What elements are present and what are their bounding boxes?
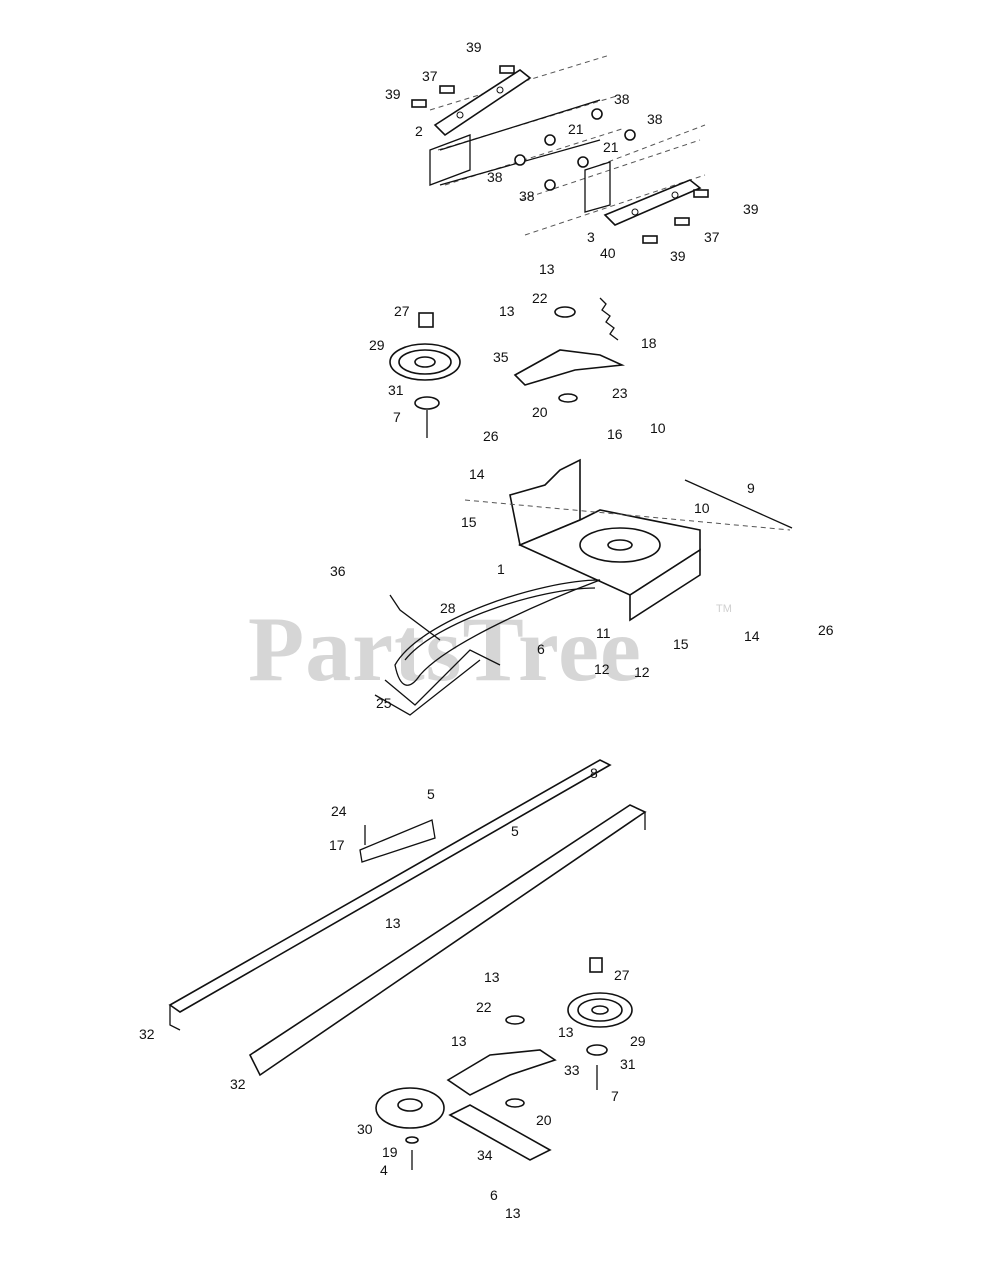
callout-22: 22 [532,290,548,306]
callout-7: 7 [611,1088,619,1104]
callout-35: 35 [493,349,509,365]
watermark-trademark: TM [716,603,732,615]
watermark-text: PartsTree [248,598,642,700]
rail-32-lower [248,804,647,1077]
callout-39: 39 [743,201,759,217]
belt-guide-25 [374,649,501,716]
plate-34 [448,1104,552,1161]
callout-4: 4 [380,1162,388,1178]
callout-32: 32 [230,1076,246,1092]
callout-38: 38 [487,169,503,185]
callout-31: 31 [620,1056,636,1072]
belt-guide-36 [389,594,441,641]
idler-pulley-29-lower [567,957,633,1090]
callout-20: 20 [532,404,548,420]
callout-39: 39 [670,248,686,264]
callout-40: 40 [600,245,616,261]
callout-6: 6 [490,1187,498,1203]
mounting-bracket-1 [464,458,791,622]
callout-10: 10 [694,500,710,516]
callout-20: 20 [536,1112,552,1128]
callout-29: 29 [369,337,385,353]
callout-19: 19 [382,1144,398,1160]
callout-37: 37 [422,68,438,84]
callout-21: 21 [568,121,584,137]
callout-13: 13 [385,915,401,931]
idler-arm-35 [513,306,626,403]
callout-29: 29 [630,1033,646,1049]
callout-36: 36 [330,563,346,579]
rod-9 [684,479,793,529]
callout-21: 21 [603,139,619,155]
callout-12: 12 [594,661,610,677]
callout-6: 6 [537,641,545,657]
callout-26: 26 [483,428,499,444]
callout-10: 10 [650,420,666,436]
callout-30: 30 [357,1121,373,1137]
callout-38: 38 [519,188,535,204]
callout-34: 34 [477,1147,493,1163]
callout-32: 32 [139,1026,155,1042]
callout-5: 5 [511,823,519,839]
callout-14: 14 [744,628,760,644]
callout-28: 28 [440,600,456,616]
idler-pulley-29-upper [389,312,461,438]
belt-28 [394,579,601,686]
callout-39: 39 [466,39,482,55]
nuts-bolts-top [411,65,709,244]
callout-31: 31 [388,382,404,398]
callout-38: 38 [614,91,630,107]
pulley-30 [375,1087,445,1170]
callout-22: 22 [476,999,492,1015]
callout-8: 8 [590,765,598,781]
callout-23: 23 [612,385,628,401]
spring-17 [359,819,436,863]
callout-38: 38 [647,111,663,127]
callout-27: 27 [614,967,630,983]
callout-13: 13 [484,969,500,985]
callout-18: 18 [641,335,657,351]
callout-9: 9 [747,480,755,496]
callout-25: 25 [376,695,392,711]
callout-7: 7 [393,409,401,425]
callout-5: 5 [427,786,435,802]
callout-13: 13 [539,261,555,277]
bracket-2 [433,69,532,137]
callout-15: 15 [461,514,477,530]
callout-1: 1 [497,561,505,577]
callout-11: 11 [596,625,611,641]
callout-14: 14 [469,466,485,482]
callout-27: 27 [394,303,410,319]
callout-3: 3 [587,229,595,245]
callout-13: 13 [558,1024,574,1040]
spring-18 [599,297,619,341]
callout-13: 13 [499,303,515,319]
callout-24: 24 [331,803,347,819]
callout-2: 2 [415,123,423,139]
callout-16: 16 [607,426,623,442]
callout-17: 17 [329,837,345,853]
callout-13: 13 [451,1033,467,1049]
callout-26: 26 [818,622,834,638]
callout-15: 15 [673,636,689,652]
idler-arm-33 [446,1015,557,1108]
bracket-3 [603,179,702,226]
rail-32-upper [168,759,612,1031]
frame-rail-top [429,54,706,236]
callout-37: 37 [704,229,720,245]
callout-13: 13 [505,1205,521,1221]
callout-33: 33 [564,1062,580,1078]
callout-39: 39 [385,86,401,102]
callout-labels: 39 37 39 2 38 21 38 21 38 38 39 37 3 39 … [139,39,834,1221]
callout-12: 12 [634,664,650,680]
